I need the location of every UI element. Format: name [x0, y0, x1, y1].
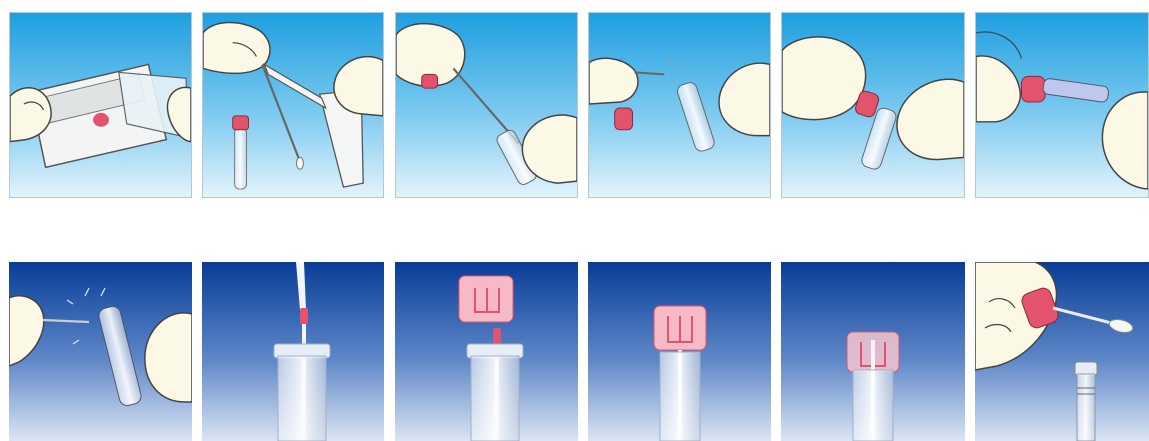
step-5-illustration [782, 13, 964, 197]
step-1-illustration [10, 13, 191, 197]
transport-tube [660, 352, 700, 441]
step-2-panel [202, 12, 384, 198]
step-10-illustration [588, 262, 771, 441]
transport-tube [467, 344, 523, 441]
step-12-panel [975, 262, 1149, 441]
transport-tube [853, 370, 893, 441]
transport-tube [233, 116, 249, 189]
tube-cap [422, 74, 438, 88]
step-12-illustration [975, 262, 1149, 441]
tube-cap [1021, 76, 1045, 102]
step-6-illustration [976, 13, 1148, 197]
step-3-panel [395, 12, 578, 198]
step-8-illustration [202, 262, 384, 441]
step-6-panel [975, 12, 1149, 198]
step-7-illustration [9, 262, 192, 441]
tube-cap [615, 108, 633, 130]
glove-hand-top-left [782, 37, 866, 120]
tube-cap [654, 306, 706, 350]
step-2-illustration [203, 13, 383, 197]
transport-tube [274, 344, 330, 441]
transport-tube [1075, 362, 1097, 441]
step-8-panel [202, 262, 384, 441]
step-9-panel [395, 262, 578, 441]
step-7-panel [9, 262, 192, 441]
step-1-panel [9, 12, 192, 198]
tube-cap [459, 276, 513, 322]
step-9-illustration [395, 262, 578, 441]
step-4-illustration [589, 13, 770, 197]
step-10-panel [588, 262, 771, 441]
step-4-panel [588, 12, 771, 198]
swab-tip [493, 328, 501, 344]
step-11-panel [781, 262, 965, 441]
step-11-illustration [781, 262, 965, 441]
step-3-illustration [396, 13, 577, 197]
step-5-panel [781, 12, 965, 198]
swab-tip [296, 157, 303, 169]
glove-hand-top-left [203, 23, 270, 74]
